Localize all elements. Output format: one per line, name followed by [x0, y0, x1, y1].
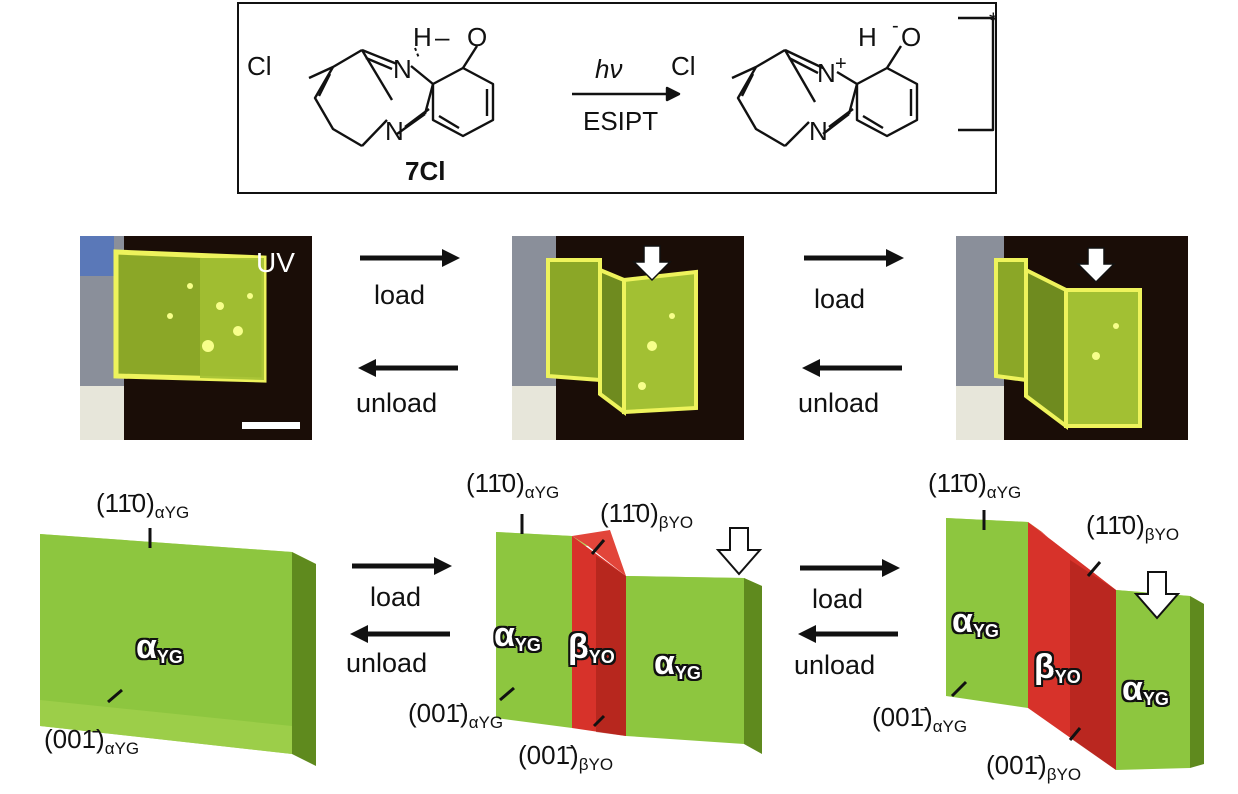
uv-label: UV	[256, 247, 295, 278]
reactant-cl-label: Cl	[247, 51, 272, 81]
phase-label-beta-3: βYO	[1034, 648, 1081, 687]
forward-arrow-1	[360, 249, 460, 267]
reactant-n-top-label: N	[393, 54, 412, 84]
product-o-charge: -	[892, 15, 899, 37]
backward-arrow-1	[358, 359, 458, 377]
phase-label-alpha-2a: αYG	[494, 616, 541, 655]
plane-label-110-alpha-3: (11̄0)αYG	[928, 468, 1022, 502]
load-label: load	[812, 584, 864, 614]
plane-label-001-beta-2: (001̄)βYO	[518, 740, 614, 774]
load-arrow-icon	[715, 527, 763, 576]
arrow-hv-label: hν	[595, 54, 622, 84]
arrow-esipt-label: ESIPT	[583, 106, 658, 136]
reaction-scheme-box	[237, 2, 997, 194]
product-pyridine-ring	[736, 48, 786, 148]
reactant-dash-label: –	[435, 22, 450, 52]
product-o-label: O	[901, 22, 921, 52]
product-cl-label: Cl	[671, 51, 696, 81]
load-label: load	[374, 280, 426, 310]
load-arrow-icon	[632, 245, 672, 282]
photo-initial: UV	[80, 236, 312, 440]
phase-label-alpha-3b: αYG	[1122, 670, 1169, 709]
plane-label-001-alpha-3: (001̄)αYG	[872, 702, 968, 736]
excited-state-mark: *	[989, 8, 997, 33]
crystal-block-loaded-2	[946, 518, 1204, 770]
scale-bar	[242, 422, 300, 429]
plane-label-110-alpha-1: (11̄0)αYG	[96, 488, 190, 522]
unload-label: unload	[346, 648, 428, 678]
unload-label: unload	[794, 650, 876, 680]
load-arrow-icon	[1133, 571, 1181, 620]
excited-state-bracket	[958, 16, 995, 132]
unload-label: unload	[356, 388, 438, 418]
plane-label-001-alpha-1: (001̄)αYG	[44, 724, 140, 758]
photo-loaded-2	[956, 236, 1188, 440]
load-label: load	[370, 582, 422, 612]
product-n-top-label: N	[817, 58, 836, 88]
reactant-o-label: O	[467, 22, 487, 52]
phase-label-beta-2: βYO	[568, 628, 615, 667]
reactant-h-label: H	[413, 22, 432, 52]
photo-loaded-1	[512, 236, 744, 440]
backward-arrow-2	[802, 359, 902, 377]
backward-arrow-4	[798, 625, 898, 643]
forward-arrow-3	[352, 557, 452, 575]
unload-label: unload	[798, 388, 880, 418]
plane-label-001-alpha-2: (001̄)αYG	[408, 698, 504, 732]
plane-label-110-beta-2: (11̄0)βYO	[600, 498, 694, 532]
phase-label-alpha-1: αYG	[136, 628, 183, 667]
product-phenol-ring	[855, 66, 919, 138]
reactant-pyridine-ring	[313, 48, 363, 148]
compound-label: 7Cl	[405, 156, 445, 186]
product-h-label: H	[858, 22, 877, 52]
plane-label-110-alpha-2: (11̄0)αYG	[466, 468, 560, 502]
forward-arrow-2	[804, 249, 904, 267]
product-n-ring-label: N	[809, 116, 828, 146]
plane-label-001-beta-3: (001̄)βYO	[986, 750, 1082, 784]
reactant-phenol-ring	[431, 66, 495, 138]
phase-label-alpha-3a: αYG	[952, 602, 999, 641]
phase-label-alpha-2b: αYG	[654, 644, 701, 683]
load-arrow-icon	[1076, 247, 1116, 284]
backward-arrow-3	[350, 625, 450, 643]
plane-label-110-beta-3: (11̄0)βYO	[1086, 510, 1180, 544]
product-n-charge: +	[835, 53, 847, 75]
load-label: load	[814, 284, 866, 314]
reaction-scheme: Cl H – O N N Cl H O - N + N hν ESIPT * 7…	[247, 8, 997, 186]
forward-arrow-4	[800, 559, 900, 577]
reactant-n-ring-label: N	[385, 116, 404, 146]
